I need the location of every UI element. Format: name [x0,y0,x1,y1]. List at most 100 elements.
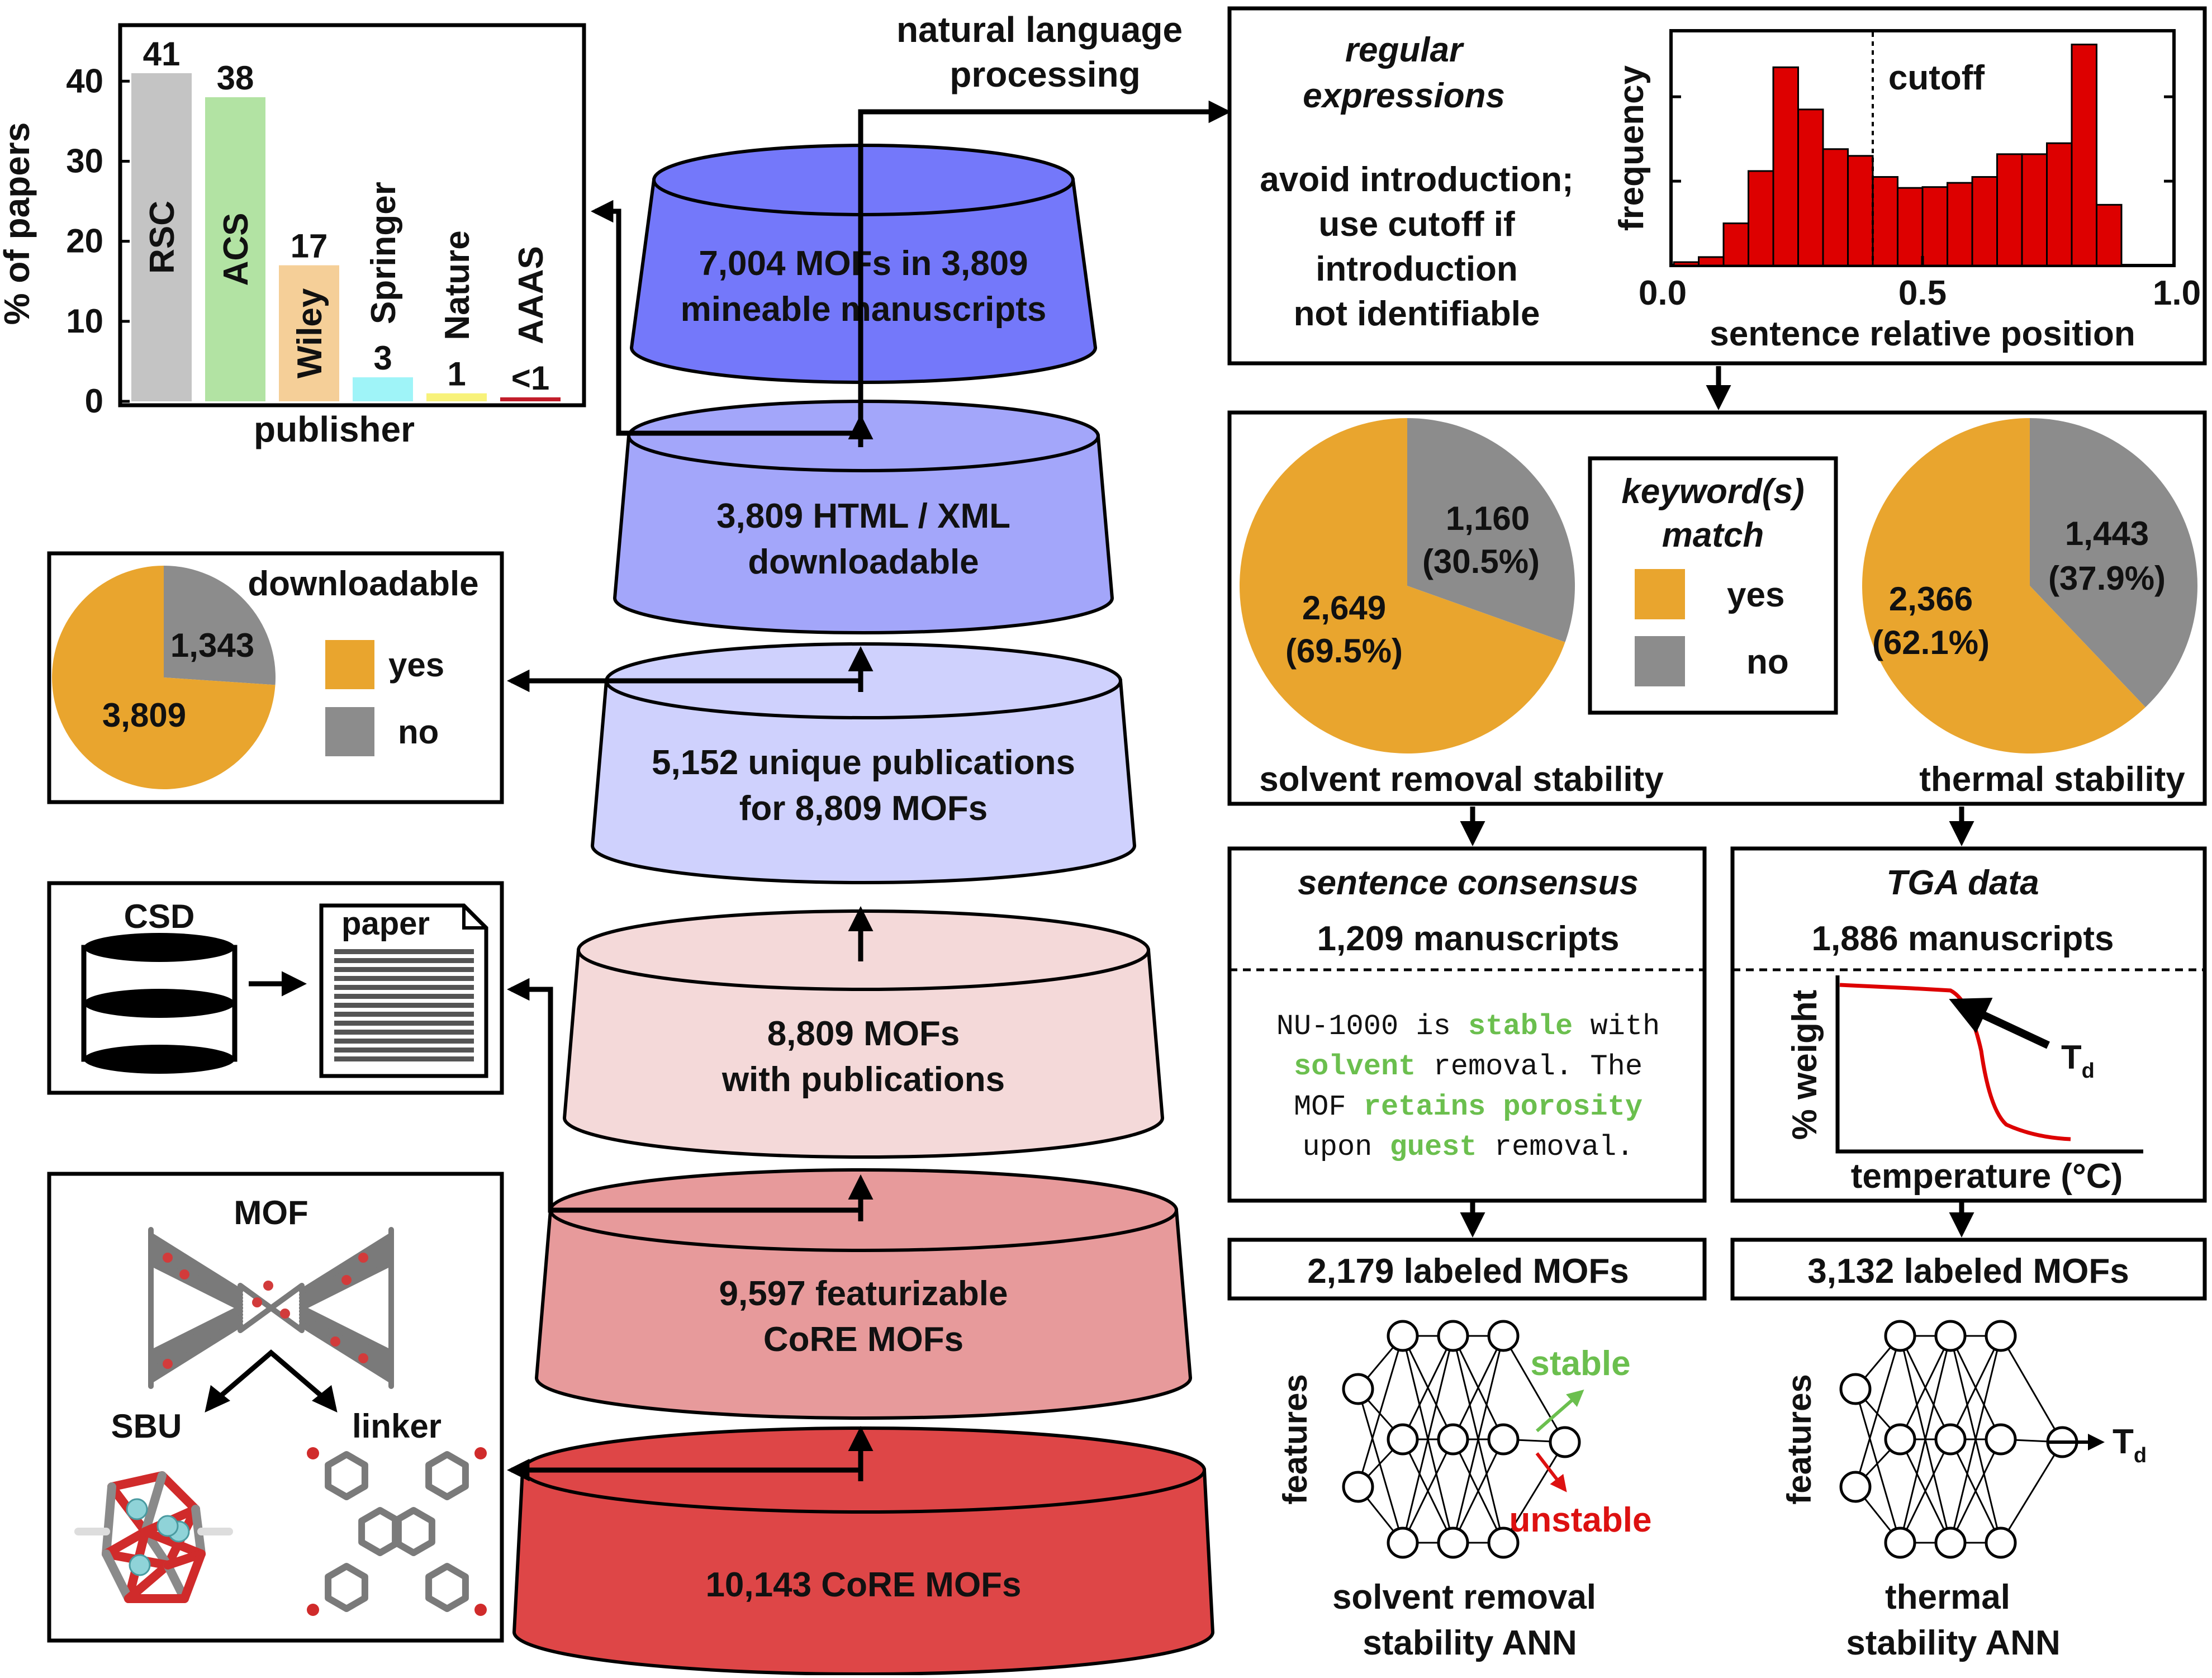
publisher-bar-aaas [500,397,561,401]
ann-edge [1502,1442,1566,1543]
download-panel: downloadable 1,343 3,809 yes no [47,551,504,804]
download-title: downloadable [248,565,478,603]
ann-node [1839,1373,1872,1405]
publisher-category-label: Wiley [291,288,329,378]
ann-edge [1854,1388,1901,1543]
hist-bar [1971,176,1998,267]
nlp-arrow [858,100,1232,436]
hist-bar [1772,66,1799,267]
ann-node [1934,1527,1967,1559]
keyword-pies [1240,418,2198,753]
ann-node [1487,1527,1520,1559]
publisher-category-label: AAAS [512,246,550,344]
hist-bar [1897,187,1924,267]
ann-edge [1502,1335,1566,1443]
thermal-labeled-text: 3,132 labeled MOFs [1807,1252,2129,1291]
ann-node [1387,1320,1419,1352]
solvent-yes-pct: (69.5%) [1285,632,1403,670]
ann-edge [1452,1439,1504,1543]
hist-bar [2096,203,2123,267]
position-histogram [1669,32,2176,267]
keyword-legend-no: no [1746,643,1789,681]
consensus-line-1: NU-1000 is stable with [1276,1010,1660,1043]
publisher-panel-frame [118,23,586,407]
solvent-pie-slice-0 [1407,418,1575,642]
ann-node [1487,1320,1520,1352]
ann-edge [1899,1335,1952,1543]
thermal-ann-caption-line1: thermal [1885,1578,2010,1617]
publisher-category-label: ACS [217,213,255,286]
tga-xlabel: temperature (°C) [1851,1157,2123,1196]
regex-desc-line2: use cutoff if [1318,205,1515,244]
keyword-legend-title-line1: keyword(s) [1621,472,1804,511]
ann-td-label: Td [2113,1423,2147,1467]
keyword-legend-yes: yes [1727,576,1784,614]
hist-bar [1847,155,1874,267]
ann-edge [1949,1335,2002,1543]
funnel-tier-6-line1: 10,143 CoRE MOFs [705,1566,1021,1604]
keyword-legend-frame [1588,456,1838,715]
ann-node [1549,1426,1581,1458]
ann-node [1437,1320,1469,1352]
nlp-label-line1: natural language [896,10,1183,50]
thermal-yes-value: 2,366 [1889,580,1973,618]
ann-node [1487,1423,1520,1456]
hist-bar [1822,148,1849,267]
publisher-value-label: 1 [447,355,466,393]
sbu-structure-image [74,1471,233,1603]
ann-node [1934,1320,1967,1352]
regex-panel: regular expressions avoid introduction; … [1227,6,2207,366]
funnel-tier-5-line2: CoRE MOFs [763,1320,963,1359]
download-yes-value: 3,809 [102,696,186,734]
regex-title-line1: regular [1345,31,1464,69]
ann-edge [1452,1335,1504,1440]
funnel-tier-1-line1: 7,004 MOFs in 3,809 [699,244,1028,283]
regex-title-line2: expressions [1303,77,1505,115]
hist-bar [1872,176,1898,267]
mof-split-lines [211,1349,331,1405]
linker-label: linker [352,1407,442,1445]
publisher-value-label: 38 [217,59,254,97]
ann-edge [1402,1335,1454,1543]
ann-edge [1357,1335,1404,1487]
thermal-ann-caption-line2: stability ANN [1846,1624,2061,1662]
tga-count: 1,886 manuscripts [1811,919,2114,958]
funnel-tier-3-line2: for 8,809 MOFs [739,789,988,828]
publisher-ytick: 10 [66,302,103,340]
funnel-tier-4-line2: with publications [721,1060,1005,1099]
tga-panel: TGA data 1,886 manuscripts Td % weight t… [1730,846,2207,1203]
download-no-value: 1,343 [170,627,254,664]
hist-bar [1748,170,1774,267]
ann-node [1839,1471,1872,1503]
cutoff-label: cutoff [1888,59,1985,97]
funnel-tier-6: 10,143 CoRE MOFs [512,1426,1215,1676]
tga-ylabel: % weight [1786,990,1824,1140]
mof-structure-image [148,1227,394,1389]
ann-edge [1949,1335,2002,1440]
csd-label: CSD [124,898,195,935]
thermal-pie-slice-0 [2030,418,2198,708]
database-icon [81,933,238,1074]
hist-bar [2046,142,2073,267]
publisher-value-label: 41 [143,35,181,73]
solvent-yes-value: 2,649 [1302,589,1386,627]
ann-node [1884,1527,1916,1559]
ann-node [1884,1423,1916,1456]
hist-bar [1673,261,1700,267]
funnel-tier-5-line1: 9,597 featurizable [719,1274,1008,1313]
thermal-ann-features-label: features [1781,1374,1818,1504]
solvent-ann-diagram [1342,1320,1581,1559]
tga-axes [1835,975,2143,1154]
td-pointer-arrow [1949,997,2050,1049]
publisher-value-label: 3 [373,339,392,377]
download-pie [51,566,276,789]
solvent-labeled-box [1227,1238,1707,1301]
download-legend-no: no [398,713,439,751]
solvent-ann-features-label: features [1276,1374,1314,1504]
keyword-panel: keyword(s) match yes no 1,160 (30.5%) 2,… [1227,410,2207,806]
ann-node [1387,1527,1419,1559]
hist-bar [1797,108,1824,267]
